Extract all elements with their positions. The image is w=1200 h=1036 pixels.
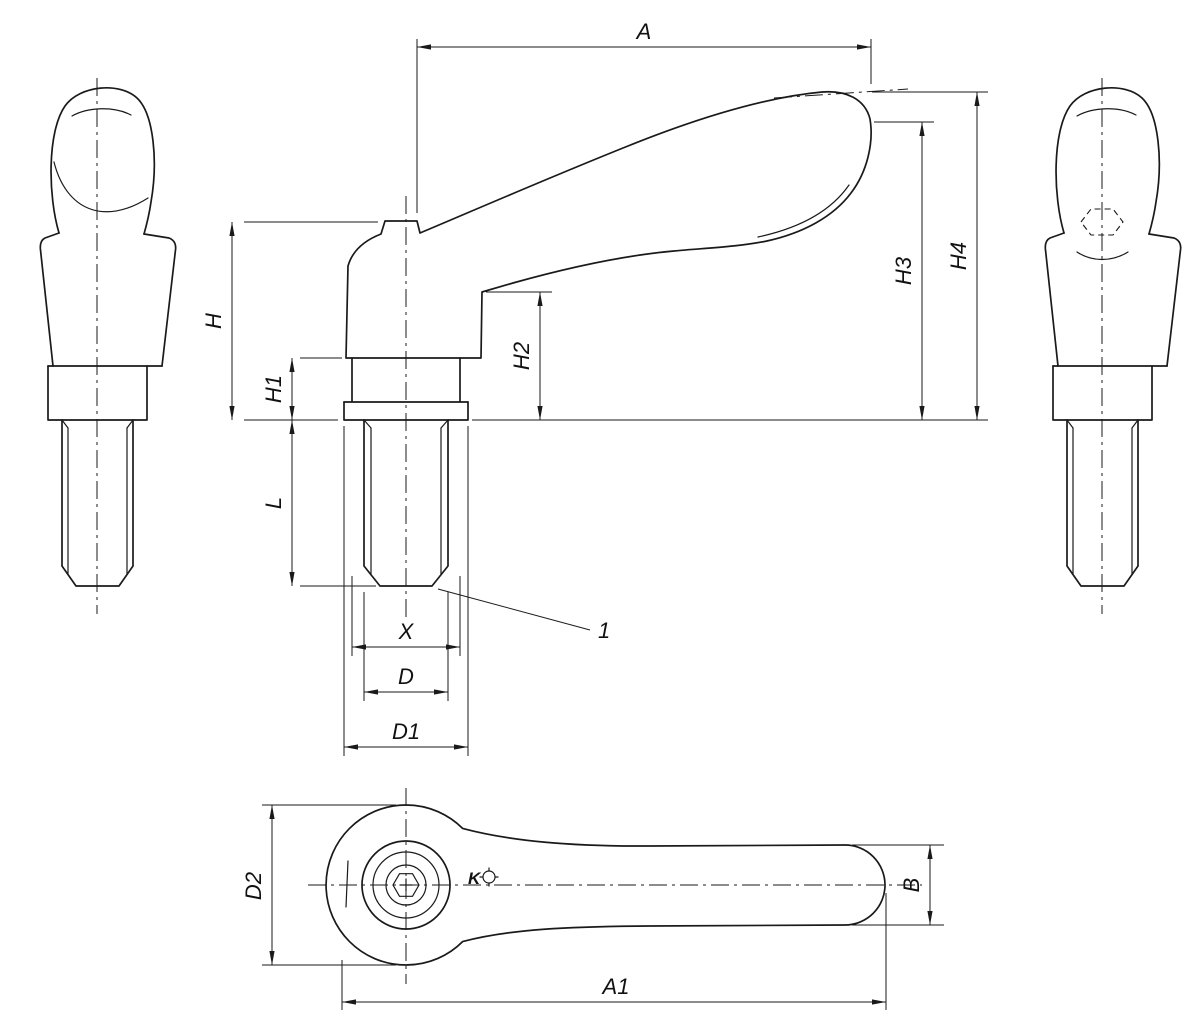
knob-contour-lower [53, 161, 149, 213]
knob-outline [50, 87, 156, 235]
flange-outline [1052, 365, 1153, 421]
body-edge-left [1044, 232, 1065, 367]
grip-contour [757, 184, 850, 238]
kipp-logo: K [468, 867, 499, 888]
brand-letter: K [468, 869, 482, 888]
dim-h3-label: H3 [891, 256, 916, 285]
collar-outline [343, 357, 469, 403]
dim-h4-label: H4 [946, 242, 971, 270]
knob-contour-upper [1076, 108, 1137, 117]
dim-l-label: L [261, 497, 286, 509]
parting-line-mark [345, 860, 349, 908]
lever-top-outline [325, 804, 886, 966]
right-end-view [1044, 78, 1182, 614]
main-side-view [343, 88, 909, 618]
stud-chamfer-lines [363, 419, 449, 429]
left-end-view [39, 78, 177, 614]
washer-circle [361, 840, 451, 930]
stud-chamfer-lines [61, 419, 134, 429]
body-edge-left [39, 232, 60, 367]
knob-contour-upper [71, 108, 132, 117]
thread-lines [370, 427, 442, 575]
dim-h-label: H [201, 313, 226, 329]
body-edge-right [1148, 233, 1182, 367]
hidden-hex-socket [1080, 208, 1124, 236]
stud-outline [363, 419, 449, 587]
dim-x-extension-lines [351, 576, 461, 656]
hex-socket [392, 873, 420, 897]
socket-cross-mark [399, 878, 413, 892]
dim-a1-label: A1 [601, 974, 630, 999]
gear-icon [482, 870, 496, 884]
knob-contour-lower [1076, 251, 1129, 261]
dim-d1-extension-lines [343, 426, 469, 756]
thread-lines [67, 427, 128, 575]
stud-chamfer-lines [1066, 419, 1139, 429]
callout-1-label: 1 [598, 618, 610, 643]
body-edge-right [143, 233, 177, 367]
dim-h2-label: H2 [509, 342, 534, 370]
flange-outline [47, 365, 148, 421]
dim-d2-extension-lines [262, 804, 396, 966]
dim-b-label: B [899, 878, 924, 893]
dimension-annotations: A H H1 H2 H3 H4 L X D [201, 19, 988, 1010]
dim-x-label: X [398, 619, 415, 644]
dim-d1-label: D1 [392, 719, 420, 744]
dim-d2-label: D2 [241, 872, 266, 900]
dim-d-extension-lines [363, 592, 449, 701]
screw-head-circle [372, 851, 440, 919]
dim-a-label: A [635, 19, 652, 44]
dim-d-label: D [398, 664, 414, 689]
bottom-top-view: K [308, 788, 922, 984]
dim-h1-label: H1 [261, 375, 286, 403]
socket-circle [385, 864, 427, 906]
lever-outline [345, 90, 872, 359]
callout-1-leader [437, 588, 591, 631]
thread-lines [1072, 427, 1133, 575]
stud-outline [61, 419, 134, 587]
stud-outline [1066, 419, 1139, 587]
knob-outline [1055, 87, 1161, 235]
gear-teeth [479, 867, 499, 887]
dim-a-extension-lines [416, 39, 872, 213]
